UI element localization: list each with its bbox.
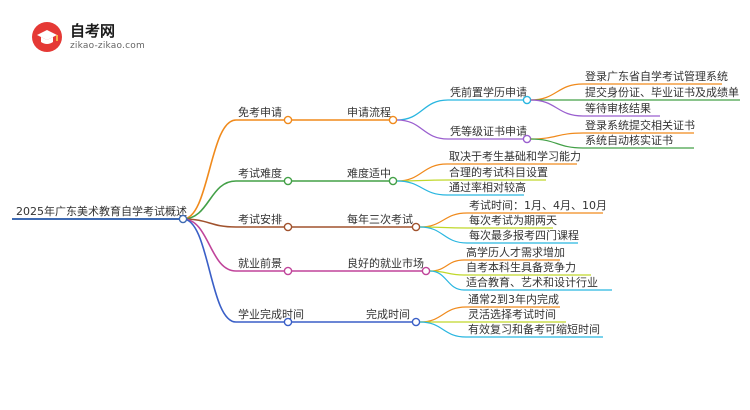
branch-3-leaf-1[interactable]: 考试时间：1月、4月、10月 <box>469 199 607 212</box>
branch-4-leaf-3-link <box>429 270 465 291</box>
branch-1-link <box>182 119 237 220</box>
branch-4-leaf-3[interactable]: 适合教育、艺术和设计行业 <box>466 275 598 289</box>
branch-1-node <box>283 115 293 125</box>
group-2-link <box>396 119 449 140</box>
group-1-leaf-3-link <box>530 99 584 117</box>
branch-2-leaf-1-link <box>396 163 448 182</box>
branch-4-sub-label[interactable]: 良好的就业市场 <box>347 256 424 270</box>
branch-5-leaf-3[interactable]: 有效复习和备考可缩短时间 <box>468 322 600 336</box>
branch-2-leaf-3[interactable]: 通过率相对较高 <box>449 180 526 194</box>
group-2-leaf-2-link <box>530 138 584 149</box>
root-node <box>178 214 188 224</box>
branch-4-leaf-1-link <box>429 259 465 272</box>
branch-3-leaf-1-link <box>419 212 468 228</box>
group-1-leaf-1-link <box>530 83 584 101</box>
branch-3-node <box>283 222 293 232</box>
group-2-leaf-1-link <box>530 132 584 140</box>
branch-3-leaf-3-link <box>419 226 468 244</box>
branch-5-leaf-2[interactable]: 灵活选择考试时间 <box>468 307 556 321</box>
branch-3-label[interactable]: 考试安排 <box>238 212 282 226</box>
group-2-leaf-1[interactable]: 登录系统提交相关证书 <box>585 118 695 132</box>
branch-2-node <box>283 176 293 186</box>
group-1-leaf-3[interactable]: 等待审核结果 <box>585 101 651 115</box>
branch-4-node <box>283 266 293 276</box>
branch-4-label[interactable]: 就业前景 <box>238 256 282 270</box>
group-2-leaf-2[interactable]: 系统自动核实证书 <box>585 133 673 147</box>
branch-3-sub-label[interactable]: 每年三次考试 <box>347 212 413 226</box>
group-2-label[interactable]: 凭等级证书申请 <box>450 124 527 138</box>
branch-5-sub-node <box>411 317 421 327</box>
branch-5-sub-label[interactable]: 完成时间 <box>366 307 410 321</box>
branch-4-link <box>182 218 237 272</box>
branch-1-label[interactable]: 免考申请 <box>238 105 282 119</box>
branch-5-leaf-1[interactable]: 通常2到3年内完成 <box>468 292 559 306</box>
branch-3-leaf-3[interactable]: 每次最多报考四门课程 <box>469 228 579 242</box>
branch-4-sub-node <box>421 266 431 276</box>
branch-5-node <box>283 317 293 327</box>
brand-url: zikao-zikao.com <box>70 41 145 51</box>
branch-2-label[interactable]: 考试难度 <box>238 166 282 180</box>
group-1-node <box>522 95 532 105</box>
branch-4-leaf-2[interactable]: 自考本科生具备竞争力 <box>466 260 576 274</box>
graduation-cap-icon <box>32 22 62 52</box>
branch-2-leaf-1[interactable]: 取决于考生基础和学习能力 <box>449 149 581 163</box>
brand-name: 自考网 <box>70 22 116 40</box>
branch-2-leaf-2[interactable]: 合理的考试科目设置 <box>449 165 548 179</box>
branch-1-sub-node <box>388 115 398 125</box>
group-2-node <box>522 134 532 144</box>
branch-2-leaf-3-link <box>396 180 448 196</box>
group-1-link <box>396 99 449 121</box>
root-topic[interactable]: 2025年广东美术教育自学考试概述 <box>16 204 187 218</box>
branch-1-sub-label[interactable]: 申请流程 <box>347 105 391 119</box>
branch-3-sub-node <box>411 222 421 232</box>
branch-5-label[interactable]: 学业完成时间 <box>238 307 304 321</box>
group-1-label[interactable]: 凭前置学历申请 <box>450 85 527 99</box>
site-logo[interactable]: 自考网 zikao-zikao.com <box>30 18 230 58</box>
branch-2-link <box>182 180 237 220</box>
branch-5-link <box>182 218 237 323</box>
group-1-leaf-1[interactable]: 登录广东省自学考试管理系统 <box>585 69 728 83</box>
branch-2-sub-node <box>388 176 398 186</box>
branch-4-leaf-1[interactable]: 高学历人才需求增加 <box>466 245 565 259</box>
branch-2-sub-label[interactable]: 难度适中 <box>347 166 391 180</box>
group-1-leaf-2[interactable]: 提交身份证、毕业证书及成绩单 <box>585 85 739 99</box>
branch-5-leaf-3-link <box>419 321 467 338</box>
branch-3-leaf-2[interactable]: 每次考试为期两天 <box>469 213 557 227</box>
branch-5-leaf-1-link <box>419 306 467 323</box>
